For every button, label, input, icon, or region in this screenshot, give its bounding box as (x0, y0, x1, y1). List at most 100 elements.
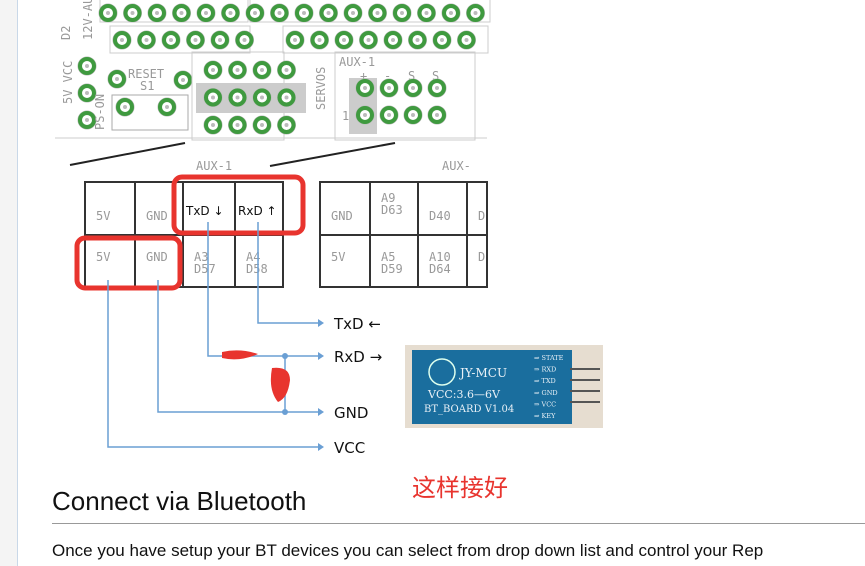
pin-label: TxD ↓ (185, 204, 224, 218)
pad (137, 31, 156, 49)
left-cell (182, 234, 236, 288)
wire-label-rxd: RxD → (334, 348, 382, 366)
pad (457, 31, 476, 49)
pad (295, 4, 313, 22)
pad (235, 31, 254, 49)
pad-hole (115, 77, 119, 81)
pad-hole (411, 113, 415, 117)
pad (204, 88, 222, 107)
pad (442, 4, 460, 22)
pad (78, 111, 96, 129)
wire-label-gnd: GND (334, 404, 368, 422)
pad-hole (464, 38, 469, 42)
pad-hole (440, 38, 444, 42)
wire-label-txd: TxD ← (333, 315, 381, 333)
pad (359, 31, 378, 49)
pad (319, 4, 338, 22)
module-pin-label: ⇒ RXD (534, 366, 556, 374)
pad-hole (363, 86, 367, 90)
pin-label: A9 (381, 191, 395, 205)
highlight-txrx (171, 174, 306, 236)
pad (108, 70, 126, 88)
pad-hole (120, 38, 124, 42)
label-12v: 12V-AUX (81, 0, 95, 40)
pad-hole (204, 11, 208, 15)
wire-label-vcc: VCC (334, 439, 365, 457)
pad (116, 98, 134, 116)
left-cell (84, 181, 136, 236)
pin-label: GND (146, 209, 168, 223)
pad-hole (169, 38, 173, 42)
pad-hole (260, 123, 264, 127)
label-ps-on: PS-ON (93, 94, 107, 130)
aux-pin-label: S (432, 69, 439, 83)
wire-arrowhead (318, 319, 324, 327)
pad-hole (211, 68, 215, 72)
wire-arrowhead (318, 408, 324, 416)
module-pin-label: ⇒ TXD (534, 377, 556, 385)
pad (384, 31, 402, 49)
pad-hole (211, 95, 215, 100)
pad (78, 84, 96, 102)
label-aux-block: AUX-1 (339, 55, 375, 69)
pin-label: D (478, 250, 485, 264)
pad (344, 4, 362, 22)
pad (417, 4, 436, 22)
pad-hole (415, 38, 420, 42)
section-body-text: Once you have setup your BT devices you … (52, 541, 764, 560)
pad-hole (363, 113, 367, 117)
pad-hole (342, 38, 346, 42)
pin-label: D (478, 209, 485, 223)
pin-label: D59 (381, 262, 403, 276)
aux-pin-label: + (360, 69, 367, 83)
pad (253, 61, 271, 79)
switch-outline (111, 94, 189, 131)
pad-hole (260, 68, 264, 72)
pad-hole (284, 123, 289, 127)
pad (123, 4, 142, 22)
pad-hole (411, 86, 415, 90)
pin-label: D64 (429, 262, 451, 276)
pad-hole (284, 68, 289, 72)
pad (356, 79, 374, 97)
pad (253, 116, 271, 134)
wires: TxD ← RxD → GND VCC (107, 222, 382, 457)
pad (310, 31, 329, 49)
pad (368, 4, 387, 22)
wire-junction (282, 353, 288, 359)
right-cell (466, 234, 488, 288)
pin-label: A5 (381, 250, 395, 264)
pad-hole (351, 11, 355, 15)
left-cell (234, 234, 284, 288)
aux-caption-left: AUX-1 (196, 159, 232, 173)
aux-caption-right: AUX- (442, 159, 471, 173)
wire (107, 280, 318, 448)
wire (257, 222, 318, 324)
pad-hole (284, 95, 289, 100)
aux-pin-label: - (384, 69, 391, 83)
left-margin-strip (0, 0, 18, 566)
module-logo (428, 358, 456, 386)
pad (228, 116, 247, 134)
pad (78, 57, 96, 75)
module-pin-label: ⇒ STATE (534, 354, 564, 362)
pad (277, 116, 296, 134)
pad-hole (85, 118, 89, 122)
pad-hole (155, 11, 159, 15)
pad-hole (242, 38, 247, 42)
label-one: 1 (342, 109, 349, 123)
pin-label: D40 (429, 209, 451, 223)
pad (158, 98, 176, 116)
right-cell (369, 181, 419, 236)
pad (211, 31, 229, 49)
pin-label: D58 (246, 262, 268, 276)
pad (253, 88, 271, 107)
pad (172, 4, 191, 22)
pad (204, 116, 222, 134)
pad-hole (123, 105, 127, 109)
module-version: BT_BOARD V1.04 (424, 404, 514, 415)
highlight-power (74, 235, 183, 291)
pad-hole (181, 78, 185, 82)
